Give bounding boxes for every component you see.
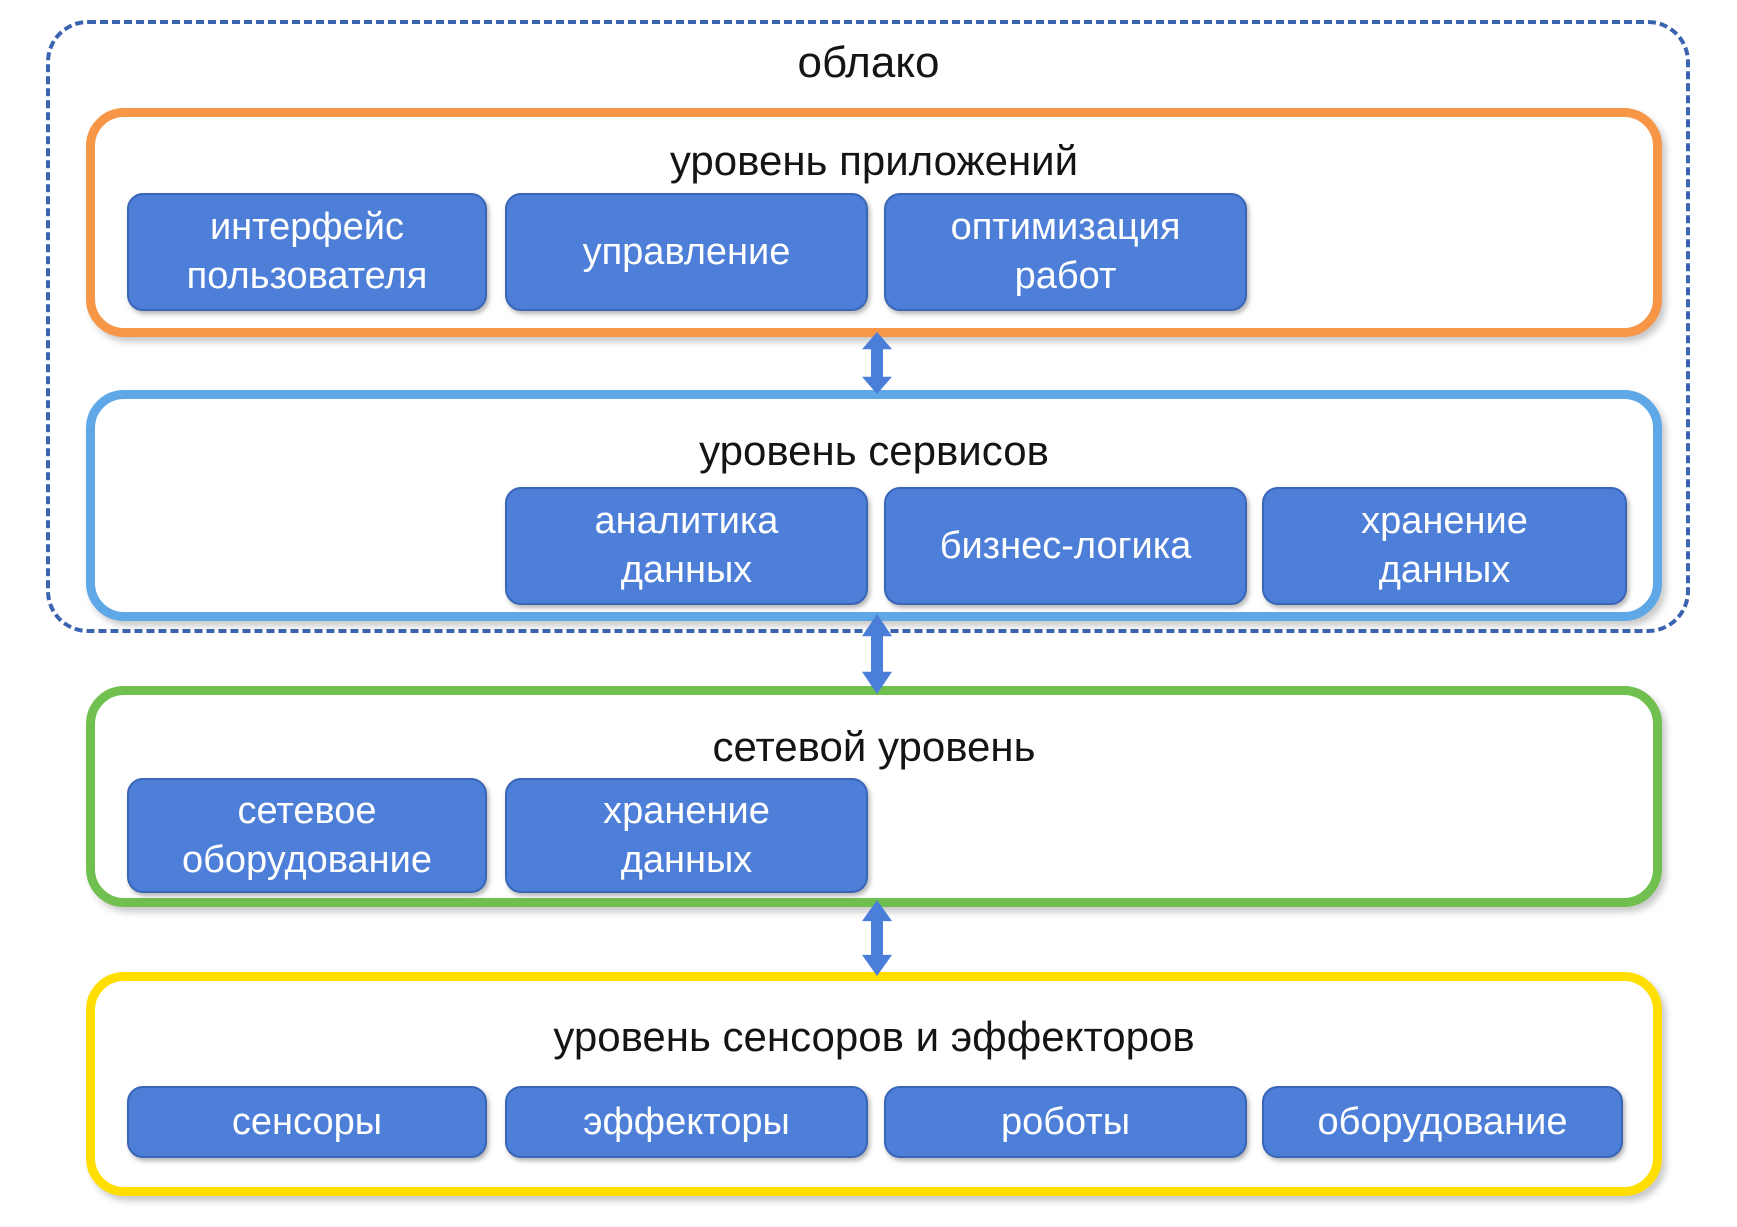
node-robots: роботы xyxy=(884,1086,1247,1158)
node-network-equipment: сетевое оборудование xyxy=(127,778,487,893)
node-data-storage-network: хранение данных xyxy=(505,778,868,893)
updown-arrow-icon xyxy=(859,332,895,394)
layer-services: уровень сервисов аналитика данных бизнес… xyxy=(86,390,1662,621)
node-user-interface: интерфейс пользователя xyxy=(127,193,487,311)
node-work-optimization: оптимизация работ xyxy=(884,193,1247,311)
layer-applications: уровень приложений интерфейс пользовател… xyxy=(86,108,1662,337)
updown-arrow-icon xyxy=(859,900,895,976)
node-sensors: сенсоры xyxy=(127,1086,487,1158)
layer-services-label: уровень сервисов xyxy=(699,427,1049,474)
node-data-analytics: аналитика данных xyxy=(505,487,868,605)
node-management: управление xyxy=(505,193,868,311)
layer-network-label: сетевой уровень xyxy=(712,723,1036,770)
node-equipment: оборудование xyxy=(1262,1086,1623,1158)
node-effectors: эффекторы xyxy=(505,1086,868,1158)
layer-sensors-effectors-label: уровень сенсоров и эффекторов xyxy=(553,1013,1195,1060)
layer-network: сетевой уровень сетевое оборудование хра… xyxy=(86,686,1662,907)
node-business-logic: бизнес-логика xyxy=(884,487,1247,605)
layer-sensors-effectors: уровень сенсоров и эффекторов сенсоры эф… xyxy=(86,972,1662,1196)
updown-arrow-icon xyxy=(859,614,895,694)
node-data-storage-services: хранение данных xyxy=(1262,487,1627,605)
layer-applications-label: уровень приложений xyxy=(669,137,1079,184)
cloud-label: облако xyxy=(797,38,940,87)
